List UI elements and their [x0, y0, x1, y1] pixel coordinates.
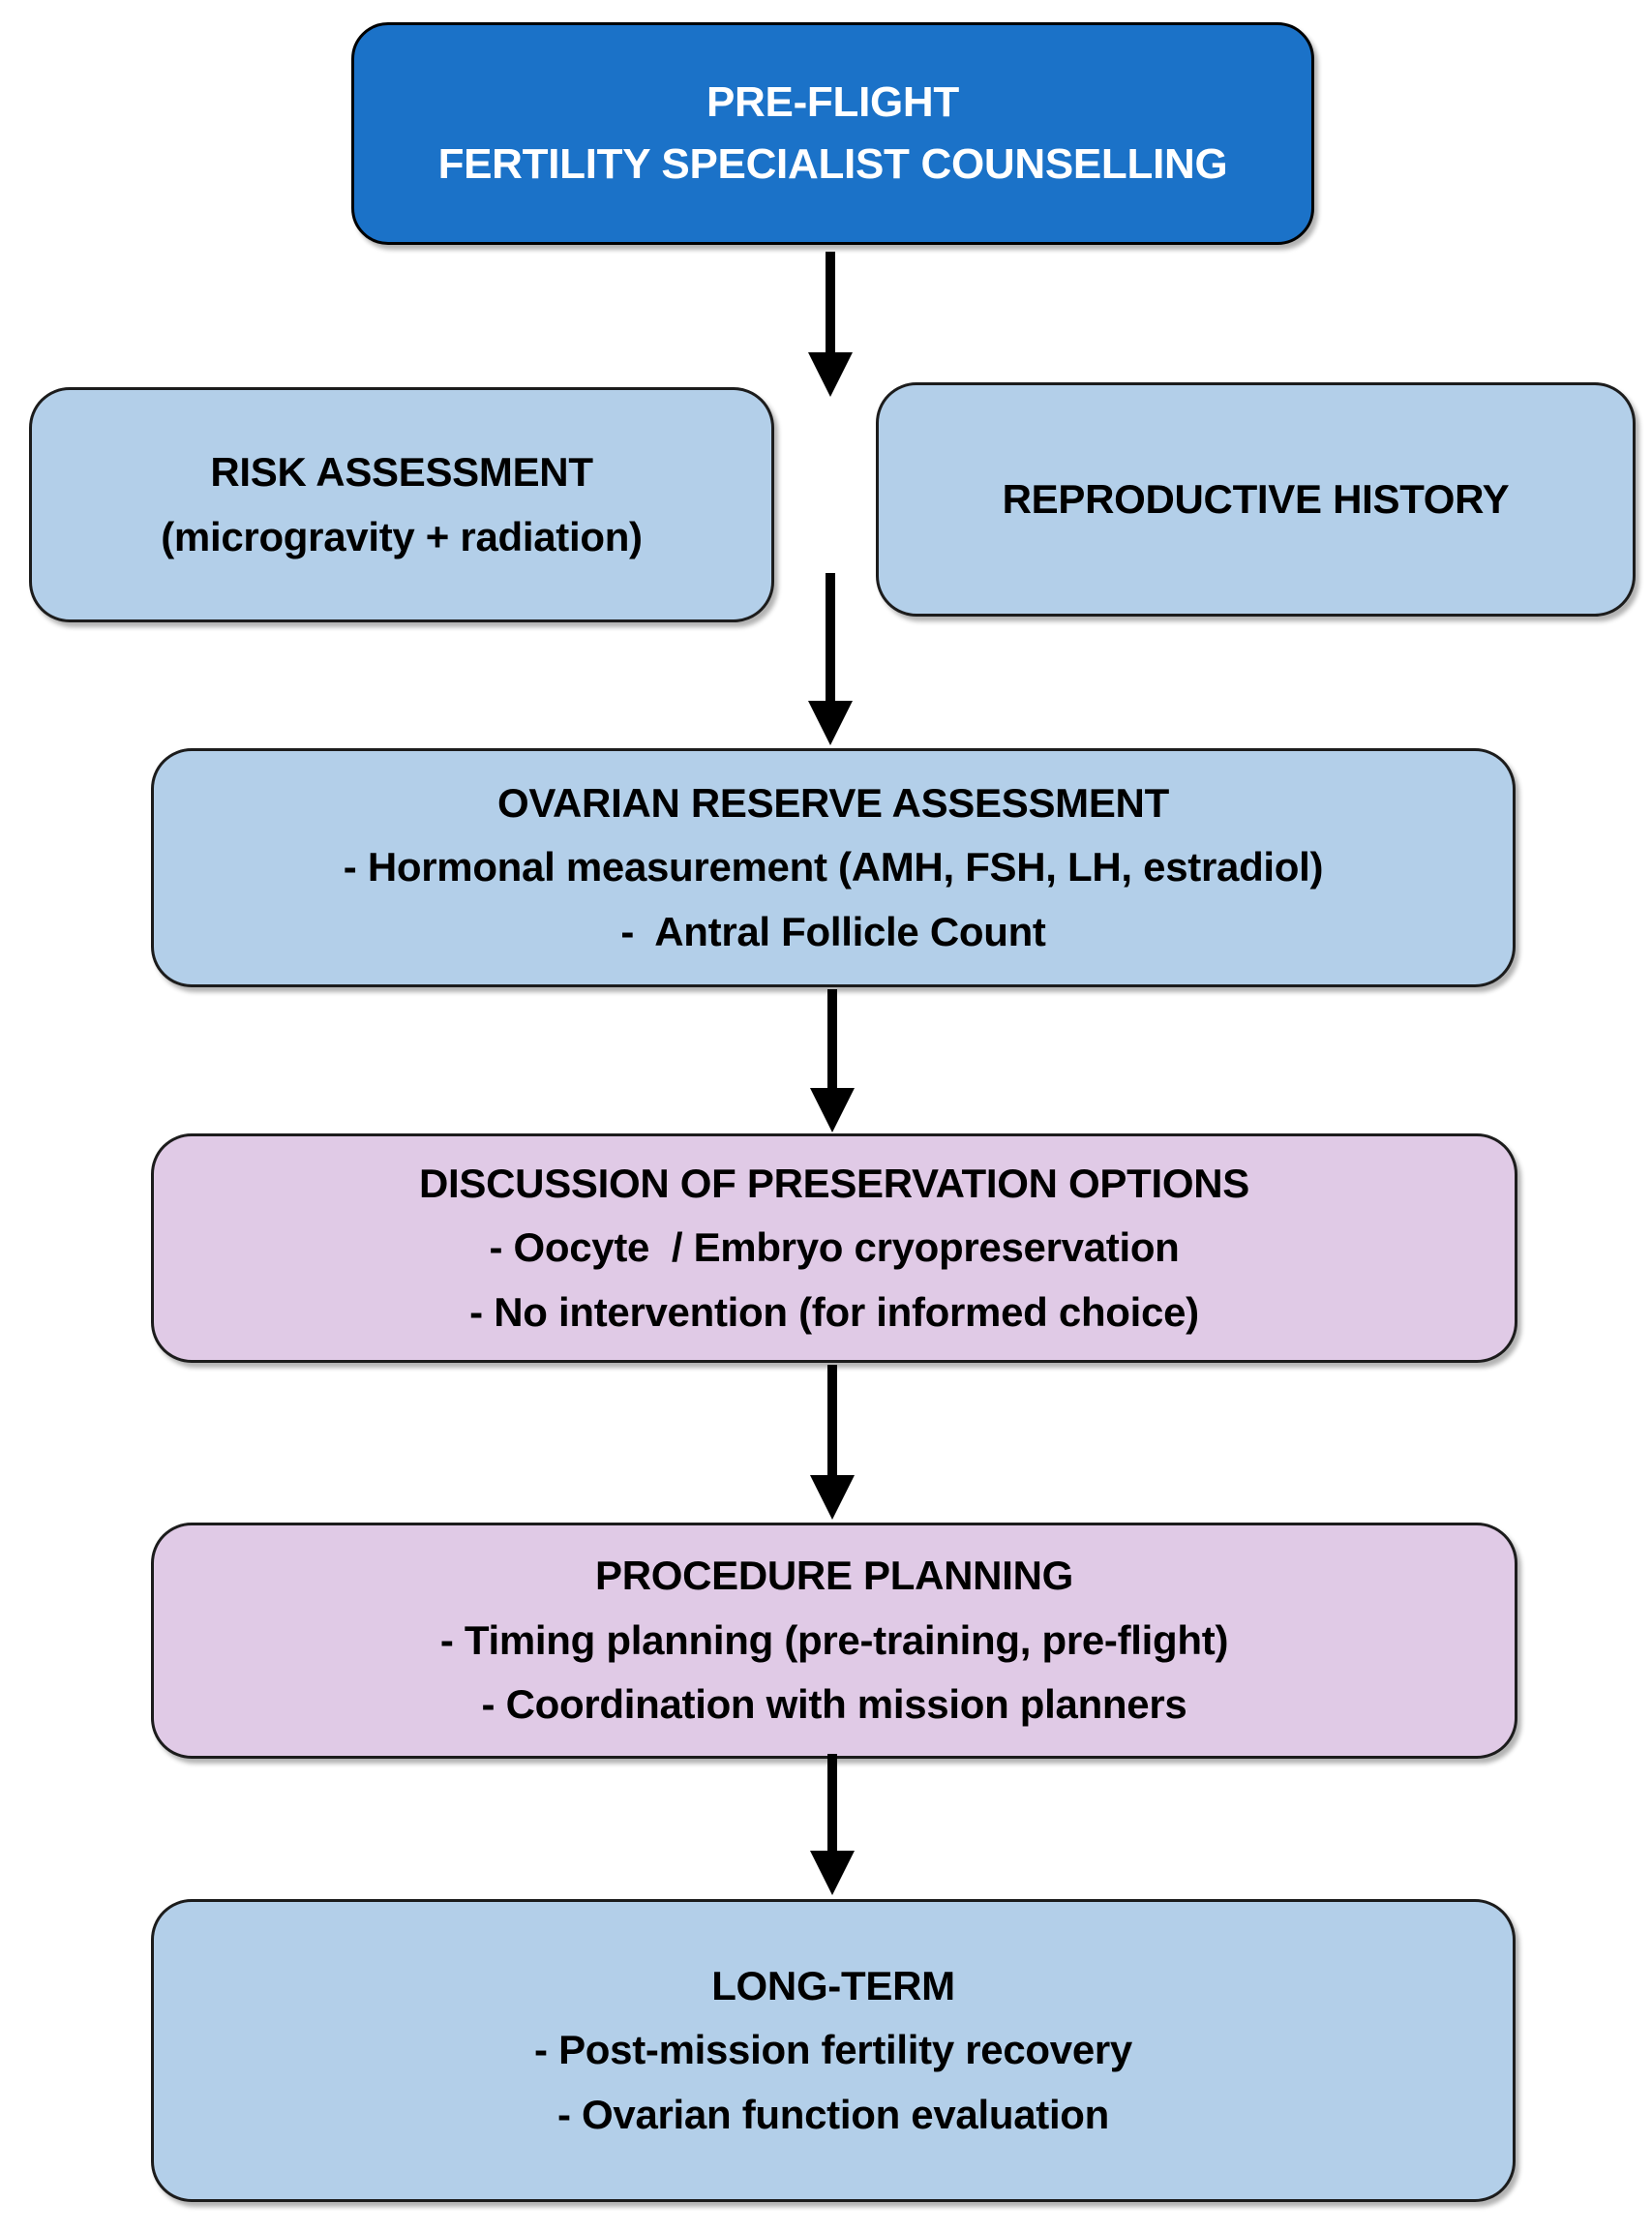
arrow-head-icon: [810, 1088, 855, 1132]
node-detail: - Coordination with mission planners: [481, 1681, 1187, 1728]
node-detail: - Oocyte / Embryo cryopreservation: [489, 1224, 1180, 1271]
node-detail: - Timing planning (pre-training, pre-fli…: [439, 1616, 1229, 1663]
flow-arrow-down-5: [810, 1754, 855, 1895]
node-reproductive-history: REPRODUCTIVE HISTORY: [876, 382, 1636, 617]
node-title: PRE-FLIGHT: [706, 78, 959, 127]
arrow-stem: [827, 989, 837, 1088]
flow-arrow-down-2: [808, 573, 853, 745]
node-ovarian-reserve-assessment: OVARIAN RESERVE ASSESSMENT - Hormonal me…: [151, 748, 1516, 987]
flow-arrow-down-4: [810, 1365, 855, 1520]
node-title: PROCEDURE PLANNING: [595, 1553, 1073, 1599]
arrow-stem: [827, 1754, 837, 1851]
arrow-stem: [827, 1365, 837, 1475]
node-procedure-planning: PROCEDURE PLANNING - Timing planning (pr…: [151, 1523, 1517, 1759]
node-detail: - Hormonal measurement (AMH, FSH, LH, es…: [343, 844, 1324, 890]
node-preservation-options: DISCUSSION OF PRESERVATION OPTIONS - Ooc…: [151, 1133, 1517, 1363]
node-detail: (microgravity + radiation): [161, 513, 643, 559]
flow-arrow-down-3: [810, 989, 855, 1132]
arrow-stem: [826, 573, 835, 701]
node-title: DISCUSSION OF PRESERVATION OPTIONS: [419, 1160, 1249, 1206]
flow-arrow-down-1: [808, 252, 853, 397]
arrow-head-icon: [810, 1851, 855, 1895]
node-title: REPRODUCTIVE HISTORY: [1002, 475, 1510, 522]
node-title: RISK ASSESSMENT: [210, 449, 593, 496]
node-pre-flight-counselling: PRE-FLIGHT FERTILITY SPECIALIST COUNSELL…: [351, 22, 1314, 245]
node-title: FERTILITY SPECIALIST COUNSELLING: [437, 140, 1228, 188]
node-title: LONG-TERM: [711, 1962, 955, 2008]
node-detail: - Post-mission fertility recovery: [534, 2027, 1132, 2073]
node-detail: - Antral Follicle Count: [620, 908, 1046, 954]
node-risk-assessment: RISK ASSESSMENT (microgravity + radiatio…: [29, 387, 774, 622]
arrow-head-icon: [808, 352, 853, 397]
node-detail: - Ovarian function evaluation: [556, 2091, 1110, 2137]
node-detail: - No intervention (for informed choice): [469, 1288, 1199, 1335]
arrow-head-icon: [808, 701, 853, 745]
node-title: OVARIAN RESERVE ASSESSMENT: [497, 779, 1169, 826]
arrow-head-icon: [810, 1475, 855, 1520]
node-long-term: LONG-TERM - Post-mission fertility recov…: [151, 1899, 1516, 2202]
arrow-stem: [826, 252, 835, 352]
